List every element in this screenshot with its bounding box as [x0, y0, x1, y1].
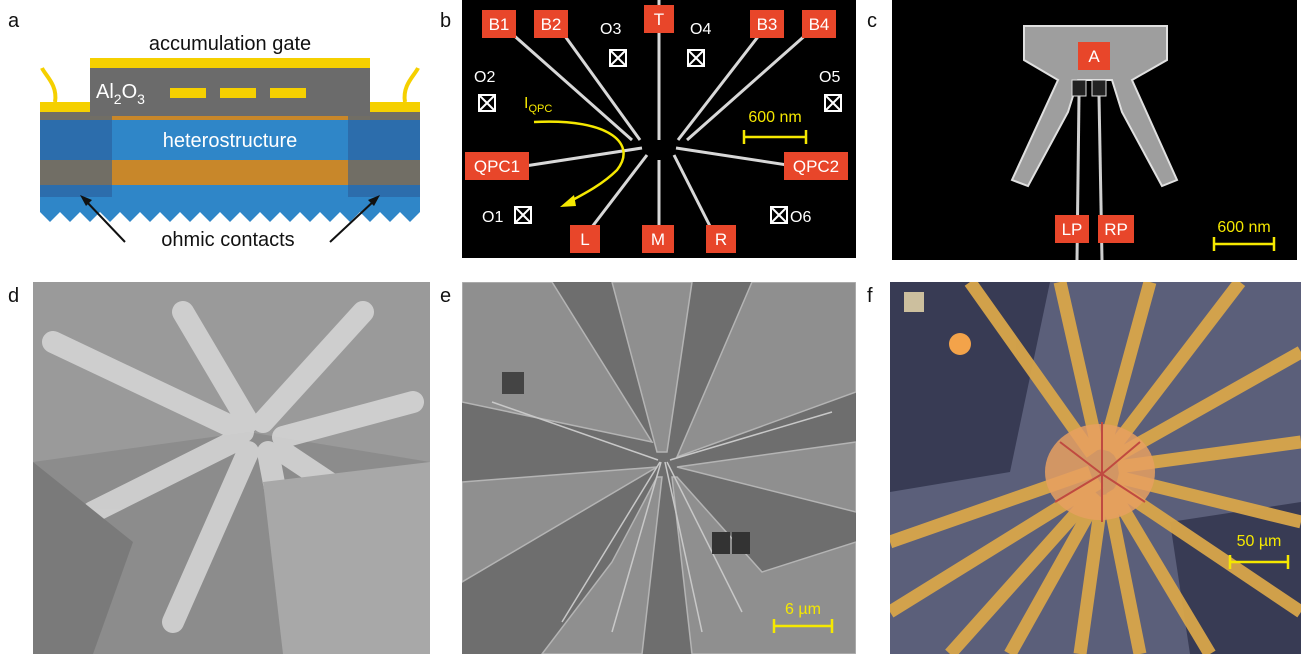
gate-labels: B1 B2 T B3 B4 QPC1 QPC2 L M R: [474, 10, 839, 249]
panel-e-pads: [462, 282, 856, 654]
panel-b-layout: B1 B2 T B3 B4 QPC1 QPC2 L M R O1 O2 O3 O…: [462, 0, 856, 258]
panel-f-bond-pad: [949, 333, 971, 355]
panel-e-ohmic-2: [712, 532, 730, 554]
gate-box-m: [642, 225, 674, 253]
left-ohmic-top-metal: [40, 102, 90, 112]
scalebar-c: [1212, 237, 1276, 251]
gate-label-t: T: [654, 10, 664, 29]
ohmic-contacts: [478, 49, 842, 224]
panel-d-left-region: [33, 462, 133, 654]
buried-gate-2: [220, 88, 256, 98]
gate-label-l: L: [580, 230, 589, 249]
gate-box-a: [1078, 42, 1110, 70]
right-plunger-pad: [1091, 79, 1107, 97]
ohmic-label-o2: O2: [474, 69, 495, 86]
gate-label-m: M: [651, 230, 665, 249]
gate-label-b1: B1: [489, 15, 510, 34]
gate-label-b3: B3: [757, 15, 778, 34]
gate-box-l: [570, 225, 600, 253]
gate-label-boxes: [465, 5, 848, 253]
scalebar-label-b: 600 nm: [748, 109, 801, 126]
gate-box-b1: [482, 10, 516, 38]
ohmic-label-o5: O5: [819, 69, 840, 86]
gate-box-t: [644, 5, 674, 33]
gate-box-b3: [750, 10, 784, 38]
panel-d-sem-tilted: [33, 282, 430, 654]
panel-d-right-pad: [263, 462, 430, 654]
gate-box-rp: [1098, 215, 1134, 243]
ohmic-label-o4: O4: [690, 21, 711, 38]
gate-box-r: [706, 225, 736, 253]
right-ohmic-region: [348, 112, 420, 197]
scalebar-e: [772, 619, 834, 633]
right-ohmic-arrow: [329, 199, 376, 243]
current-path-arrow: [533, 120, 625, 205]
panel-f-optical: 50 µm: [890, 282, 1301, 654]
left-arrow-head: [80, 195, 92, 206]
ohmic-label-o3: O3: [600, 21, 621, 38]
bottom-blue-layer: [40, 185, 420, 205]
scalebar-f: [1228, 555, 1290, 569]
scalebar-label-e: 6 µm: [785, 601, 821, 618]
scalebar-label-f: 50 µm: [1237, 533, 1282, 550]
gate-box-qpc1: [465, 152, 529, 180]
panel-c-sem: A LP RP 600 nm: [892, 0, 1297, 260]
ohmic-label: ohmic contacts: [161, 229, 294, 251]
panel-label-e: e: [440, 285, 452, 307]
left-ohmic-arrow: [84, 199, 126, 243]
buried-gate-3: [270, 88, 306, 98]
heterostructure-label: heterostructure: [163, 130, 298, 152]
gate-label-lp: LP: [1062, 220, 1083, 239]
gate-label-qpc1: QPC1: [474, 157, 520, 176]
panel-label-d: d: [8, 285, 20, 307]
substrate-edge: [40, 205, 420, 222]
panel-e-sem-overview: 6 µm: [462, 282, 856, 654]
panel-label-f: f: [867, 285, 873, 307]
left-bond-wire: [40, 67, 58, 103]
gate-label-r: R: [715, 230, 727, 249]
panel-f-marker: [904, 292, 924, 312]
left-ohmic-region: [40, 112, 112, 197]
gate-label-b2: B2: [541, 15, 562, 34]
panel-label-b: b: [440, 10, 452, 32]
accumulation-gate: [90, 58, 370, 68]
scalebar-b: [742, 130, 808, 144]
panel-e-ohmic-1: [502, 372, 524, 394]
gate-box-lp: [1055, 215, 1089, 243]
ohmic-label-o1: O1: [482, 209, 503, 226]
gate-label-b4: B4: [809, 15, 830, 34]
panel-a-schematic: accumulation gate Al2O3 heterostructure …: [40, 33, 420, 251]
ohmic-label-o6: O6: [790, 209, 811, 226]
right-arrow-head: [368, 195, 380, 206]
panel-f-fine-gates: [1054, 422, 1146, 522]
scalebar-label-c: 600 nm: [1217, 219, 1270, 236]
panel-label-c: c: [867, 10, 877, 32]
gate-box-b4: [802, 10, 836, 38]
gate-label-rp: RP: [1104, 220, 1128, 239]
current-arrow-head: [560, 195, 576, 207]
accumulation-gate-shape: [1010, 25, 1179, 188]
gate-box-qpc2: [784, 152, 848, 180]
left-plunger-pad: [1071, 79, 1087, 97]
oxide-label: Al2O3: [96, 81, 145, 107]
panel-label-a: a: [8, 10, 20, 32]
gate-box-b2: [534, 10, 568, 38]
gate-label-qpc2: QPC2: [793, 157, 839, 176]
panel-e-ohmic-3: [732, 532, 750, 554]
panel-e-fine-leads: [491, 401, 833, 633]
gate-label: accumulation gate: [149, 33, 311, 55]
current-label: IQPC: [524, 95, 552, 115]
ohmic-labels: O1 O2 O3 O4 O5 O6: [474, 21, 840, 226]
buried-gate-1: [170, 88, 206, 98]
right-ohmic-top-metal: [370, 102, 420, 112]
right-bond-wire: [402, 67, 420, 103]
gate-label-a: A: [1088, 47, 1100, 66]
